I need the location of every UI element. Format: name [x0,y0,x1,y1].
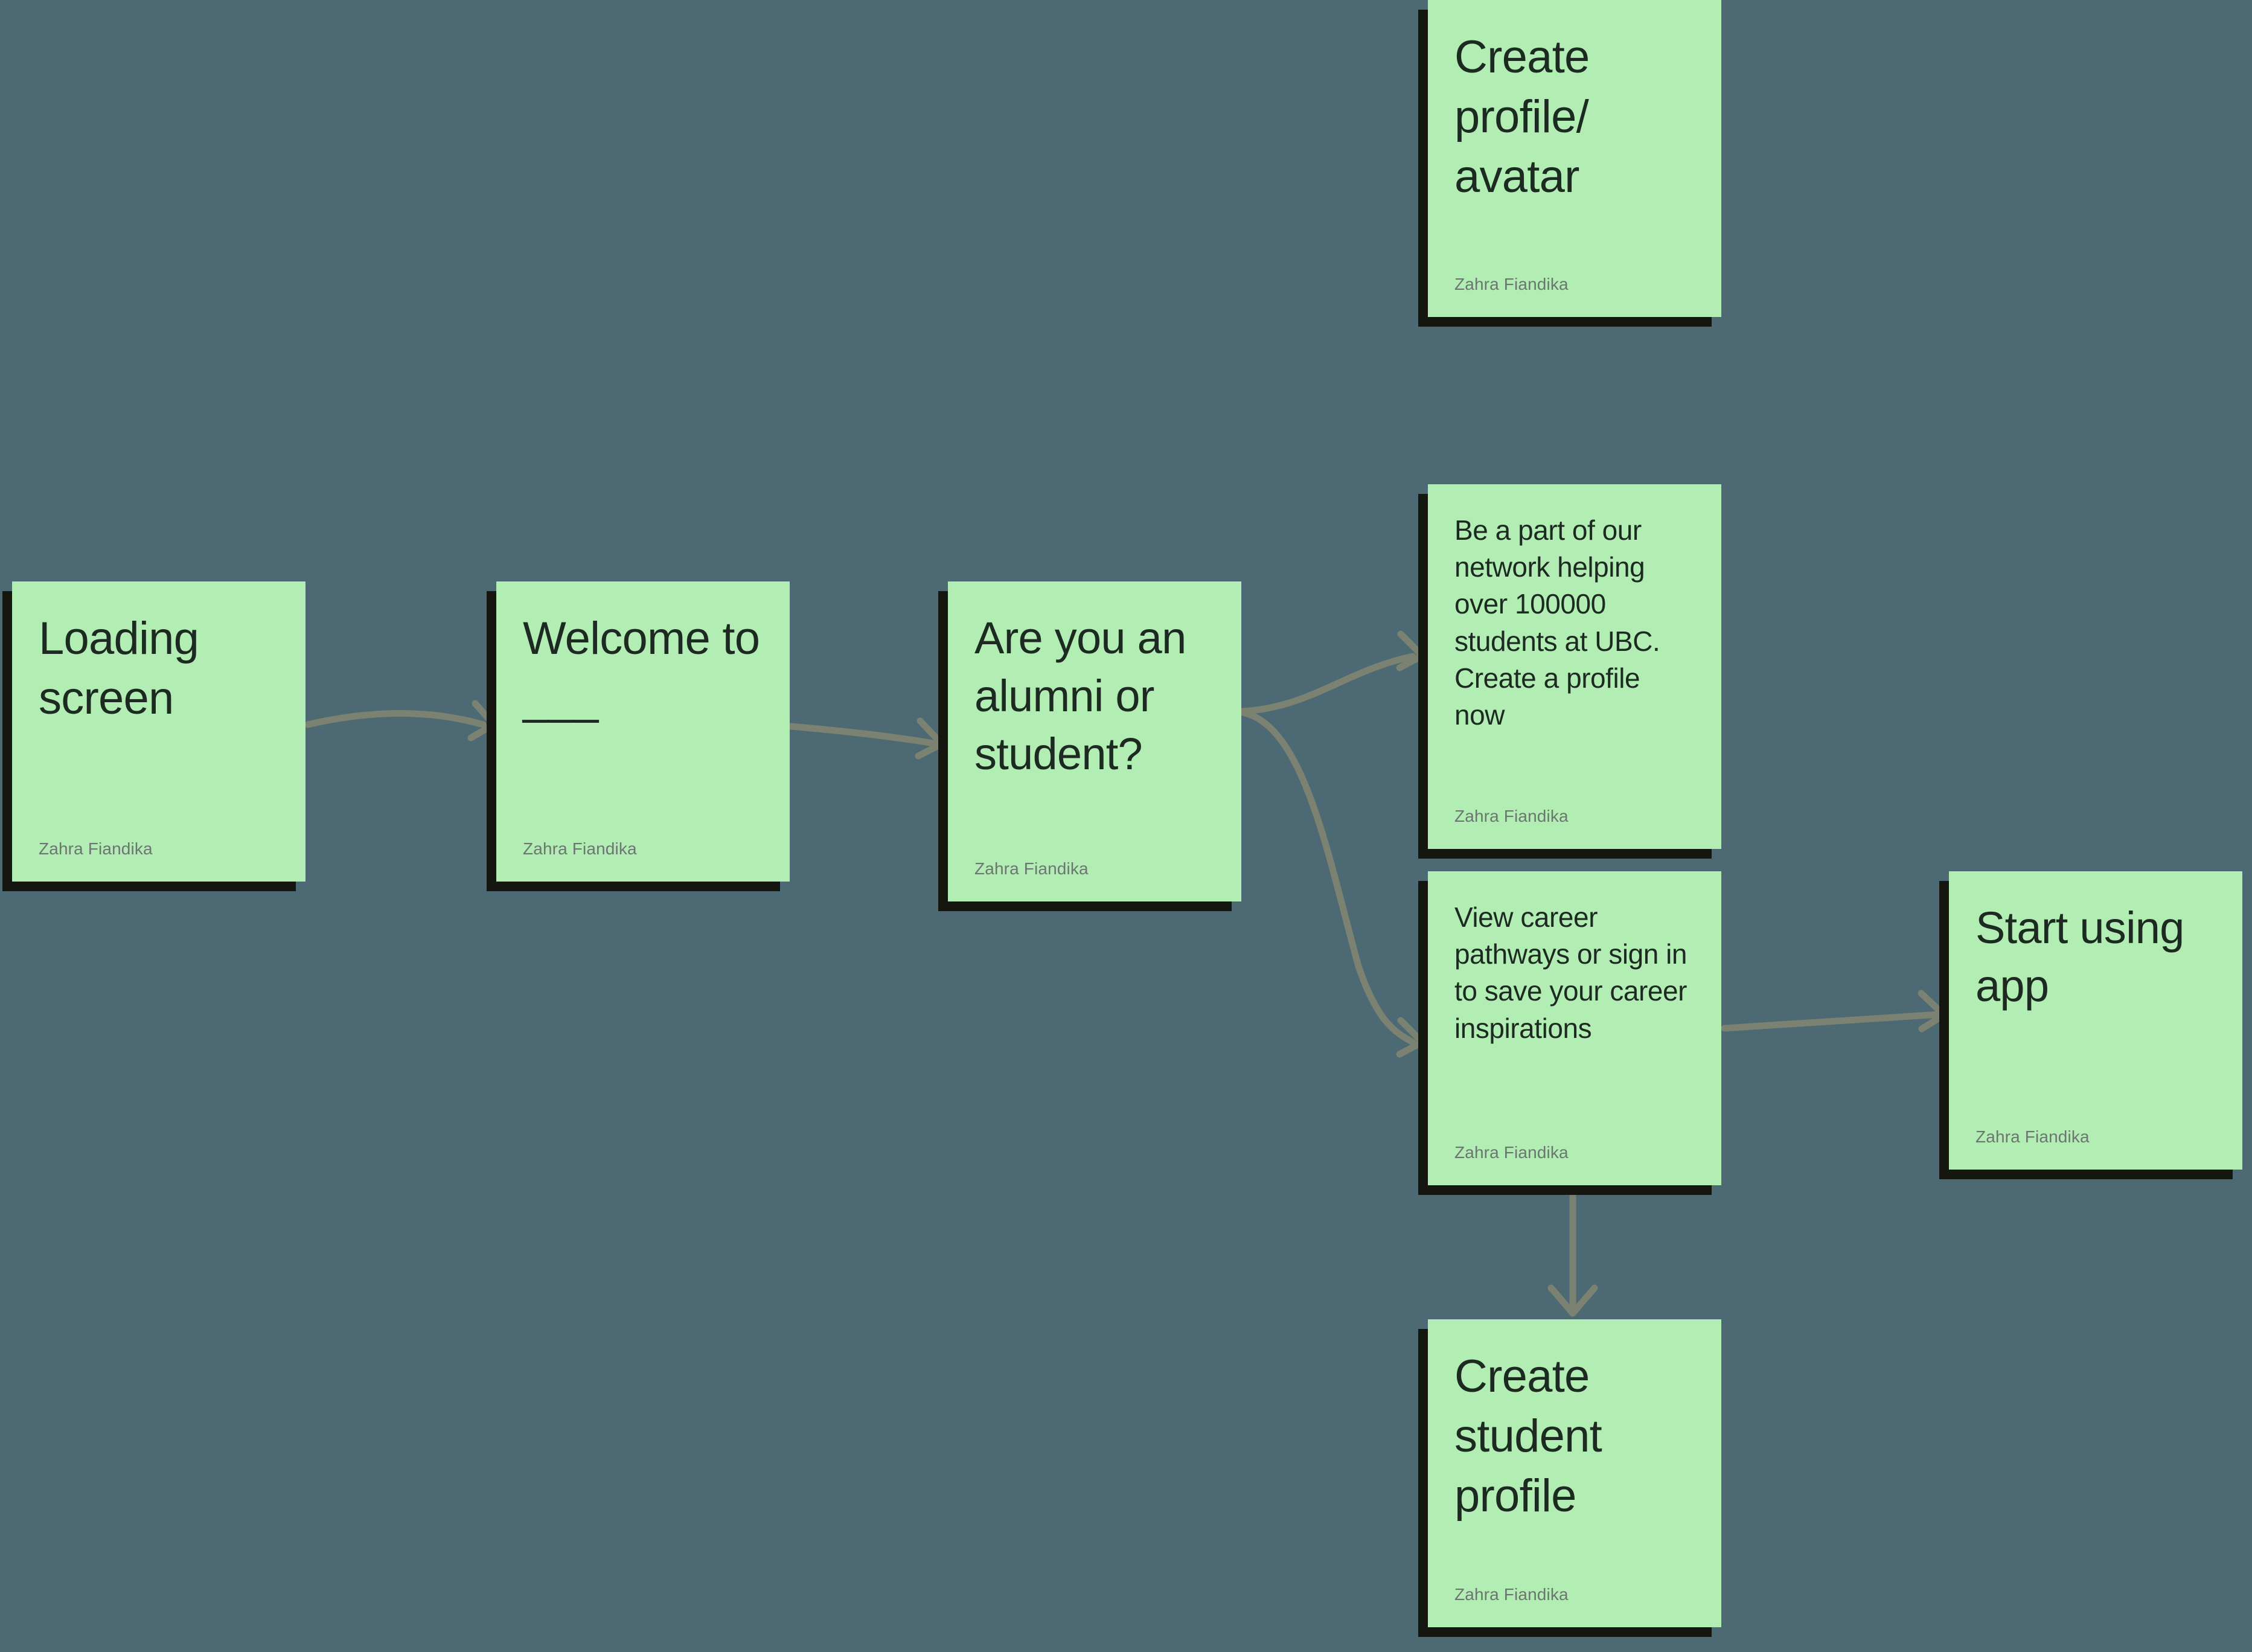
note-author: Zahra Fiandika [974,859,1089,878]
connector-loading-to-welcome [304,700,497,741]
note-author: Zahra Fiandika [39,839,153,858]
note-text: Loading screen [39,613,199,724]
note-text: Start using app [1975,903,2184,1011]
note-text: View career pathways or sign in to save … [1454,901,1687,1044]
sticky-note-welcome-to[interactable]: Welcome to ___ Zahra Fiandika [496,581,790,882]
sticky-note-create-profile-avatar[interactable]: Create profile/ avatar Zahra Fiandika [1428,0,1721,317]
note-author: Zahra Fiandika [1975,1127,2090,1146]
connector-welcome-to-question [787,717,945,760]
connector-pathways-to-student-profile [1547,1182,1598,1317]
sticky-note-create-student-profile[interactable]: Create student profile Zahra Fiandika [1428,1319,1721,1627]
note-author: Zahra Fiandika [523,839,637,858]
note-text: Be a part of our network helping over 10… [1454,514,1660,731]
note-author: Zahra Fiandika [1454,275,1569,293]
note-author: Zahra Fiandika [1454,1585,1569,1604]
sticky-note-view-career-pathways[interactable]: View career pathways or sign in to save … [1428,871,1721,1185]
sticky-note-loading-screen[interactable]: Loading screen Zahra Fiandika [12,581,305,882]
note-author: Zahra Fiandika [1454,807,1569,825]
sticky-note-network-pitch[interactable]: Be a part of our network helping over 10… [1428,484,1721,849]
note-text: Welcome to ___ [523,613,760,724]
note-text: Create student profile [1454,1351,1602,1522]
note-text: Are you an alumni or student? [974,613,1186,780]
note-text: Create profile/ avatar [1454,31,1590,202]
connector-question-to-network [1239,630,1426,715]
connector-pathways-to-start-app [1721,990,1948,1032]
sticky-note-start-using-app[interactable]: Start using app Zahra Fiandika [1949,871,2242,1170]
sticky-note-alumni-or-student-question[interactable]: Are you an alumni or student? Zahra Fian… [948,581,1241,901]
connector-question-to-pathways [1239,709,1426,1058]
note-author: Zahra Fiandika [1454,1143,1569,1162]
